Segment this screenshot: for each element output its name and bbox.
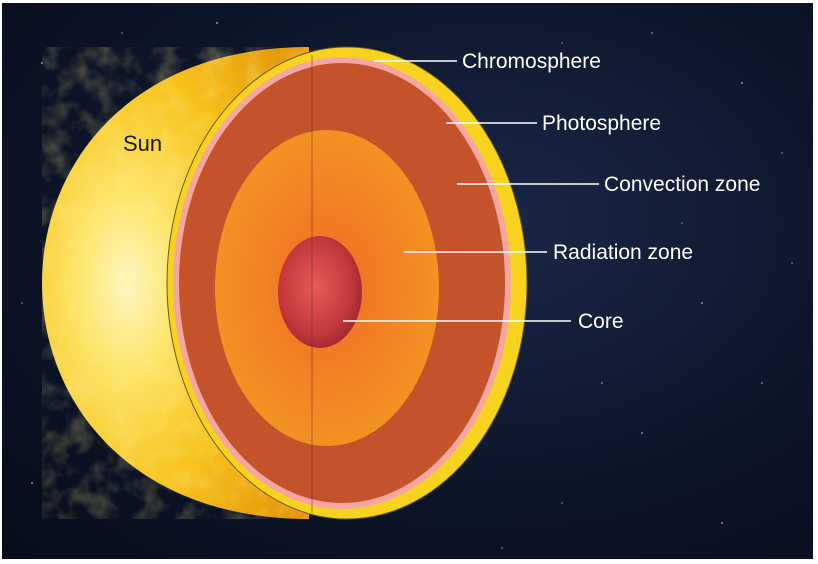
label-radiation-zone: Radiation zone [553,241,693,264]
core-layer [278,236,362,348]
diagram-canvas: Sun Chromosphere Photosphere Convection … [21,22,793,549]
label-photosphere: Photosphere [542,112,661,135]
label-core: Core [578,310,624,333]
label-chromosphere: Chromosphere [462,50,601,73]
sun-diagram: Sun Chromosphere Photosphere Convection … [2,3,813,559]
label-convection-zone: Convection zone [604,173,760,196]
sun-label: Sun [123,131,162,156]
star-field [21,22,793,549]
chromosphere-edge [166,46,528,520]
